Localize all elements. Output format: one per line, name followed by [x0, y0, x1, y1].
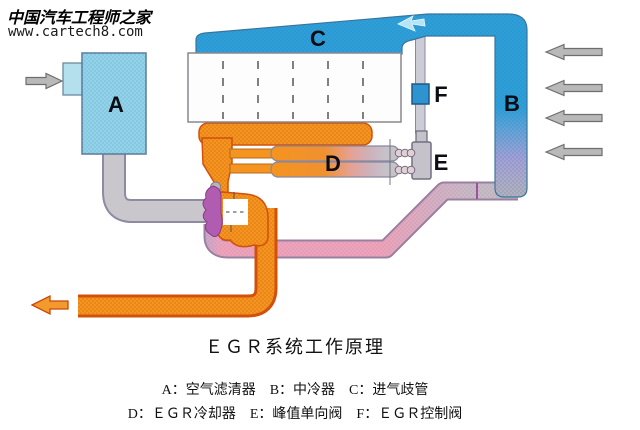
label-air-filter: A — [108, 92, 124, 117]
label-egr-cooler: D — [325, 151, 341, 176]
label-check-valve: E — [434, 150, 449, 175]
label-intercooler: B — [504, 91, 520, 116]
cooling-arrow-icon — [544, 79, 603, 97]
air-filter-body — [62, 52, 147, 155]
check-valve-body — [394, 130, 432, 180]
legend-line-1: A：空气滤清器 B：中冷器 C：进气歧管 — [161, 383, 429, 398]
airflow-arrows — [25, 43, 603, 161]
turbocharger — [202, 181, 248, 238]
egr-cooler — [229, 139, 400, 185]
inlet-arrow-icon — [25, 72, 64, 90]
filter-outlet-pipe — [102, 152, 206, 223]
egr-control-valve-body — [411, 83, 430, 105]
legend-line-2: D：ＥＧＲ冷却器 E：峰值单向阀 F：ＥＧＲ控制阀 — [127, 407, 463, 422]
charge-air-pipe — [203, 181, 518, 259]
cooling-arrow-icon — [544, 143, 603, 161]
label-egr-valve: F — [434, 82, 447, 107]
diagram-title: ＥＧＲ系统工作原理 — [205, 337, 385, 357]
exhaust-tail-pipe — [78, 208, 278, 318]
compressor-wheel-icon — [202, 185, 223, 238]
intake-assembly — [195, 13, 528, 198]
label-intake-manifold: C — [310, 26, 326, 51]
cooling-arrow-icon — [544, 43, 603, 61]
check-valve-coils-icon — [394, 148, 416, 175]
site-url: www.cartech8.com — [8, 24, 143, 40]
engine-block — [187, 52, 402, 123]
intake-flow-arrow-icon — [397, 15, 426, 32]
exhaust-out-arrow-icon — [30, 294, 69, 316]
exhaust-manifold — [198, 122, 373, 203]
egr-system-diagram: A B C D E F — [25, 13, 603, 318]
cooling-arrow-icon — [544, 109, 603, 127]
site-logo-text: 中国汽车工程师之家 — [7, 8, 152, 27]
